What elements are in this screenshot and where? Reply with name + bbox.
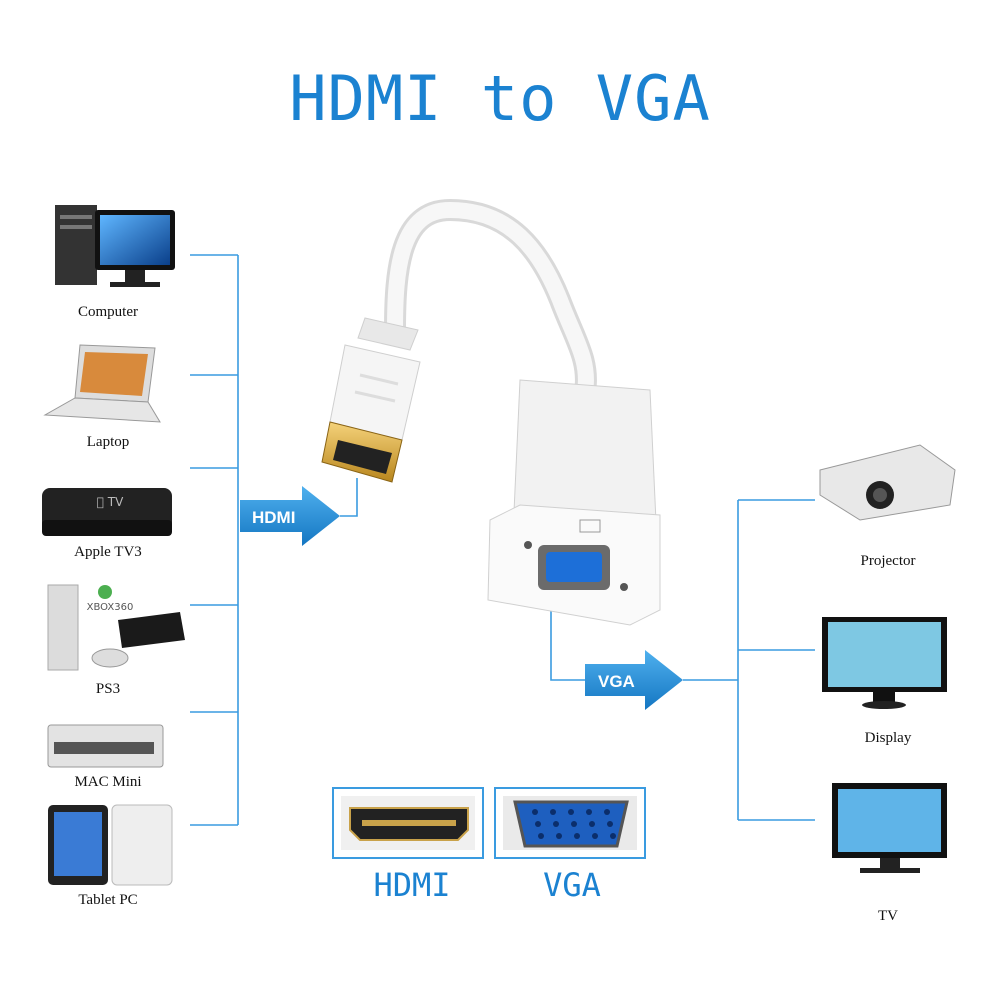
vga-port-label: VGA — [543, 866, 601, 904]
xbox-badge: XBOX360 — [87, 602, 134, 613]
game-console-icon: XBOX360 — [47, 584, 185, 671]
laptop-icon — [43, 344, 161, 423]
vga-arrow-label: VGA — [598, 672, 635, 691]
source-connector-lines — [190, 254, 239, 826]
adapter-cable — [384, 198, 597, 403]
hdmi-arrow-label: HDMI — [252, 508, 295, 527]
source-label-mac-mini: MAC Mini — [74, 774, 142, 790]
source-label-laptop: Laptop — [86, 434, 130, 450]
vga-port-icon — [494, 787, 646, 859]
source-label-apple-tv: Apple TV3 — [74, 544, 142, 560]
hdmi-port-icon — [332, 787, 484, 859]
tablet-icon — [48, 804, 173, 886]
hdmi-port-label: HDMI — [373, 866, 451, 904]
projector-icon — [819, 444, 956, 521]
hdmi-arrow: HDMI — [240, 486, 340, 546]
source-label-computer: Computer — [78, 304, 138, 320]
apple-tv-icon:  TV — [42, 488, 172, 536]
target-connector-lines — [550, 499, 815, 821]
display-icon — [822, 617, 947, 709]
source-label-ps3: PS3 — [95, 681, 121, 697]
vga-port-pins — [532, 809, 616, 839]
computer-icon — [55, 205, 175, 287]
hdmi-plug-icon — [321, 317, 421, 483]
tv-icon — [832, 783, 947, 873]
target-label-projector: Projector — [860, 553, 916, 569]
source-label-tablet: Tablet PC — [78, 892, 138, 908]
target-label-display: Display — [864, 730, 912, 746]
hdmi-link-line — [340, 478, 358, 517]
vga-arrow: VGA — [585, 650, 683, 710]
apple-tv-badge:  TV — [97, 495, 124, 509]
vga-adapter-box-icon — [487, 379, 661, 626]
mac-mini-icon — [47, 724, 164, 768]
target-label-tv: TV — [878, 908, 898, 924]
page-title: HDMI to VGA — [289, 62, 711, 135]
